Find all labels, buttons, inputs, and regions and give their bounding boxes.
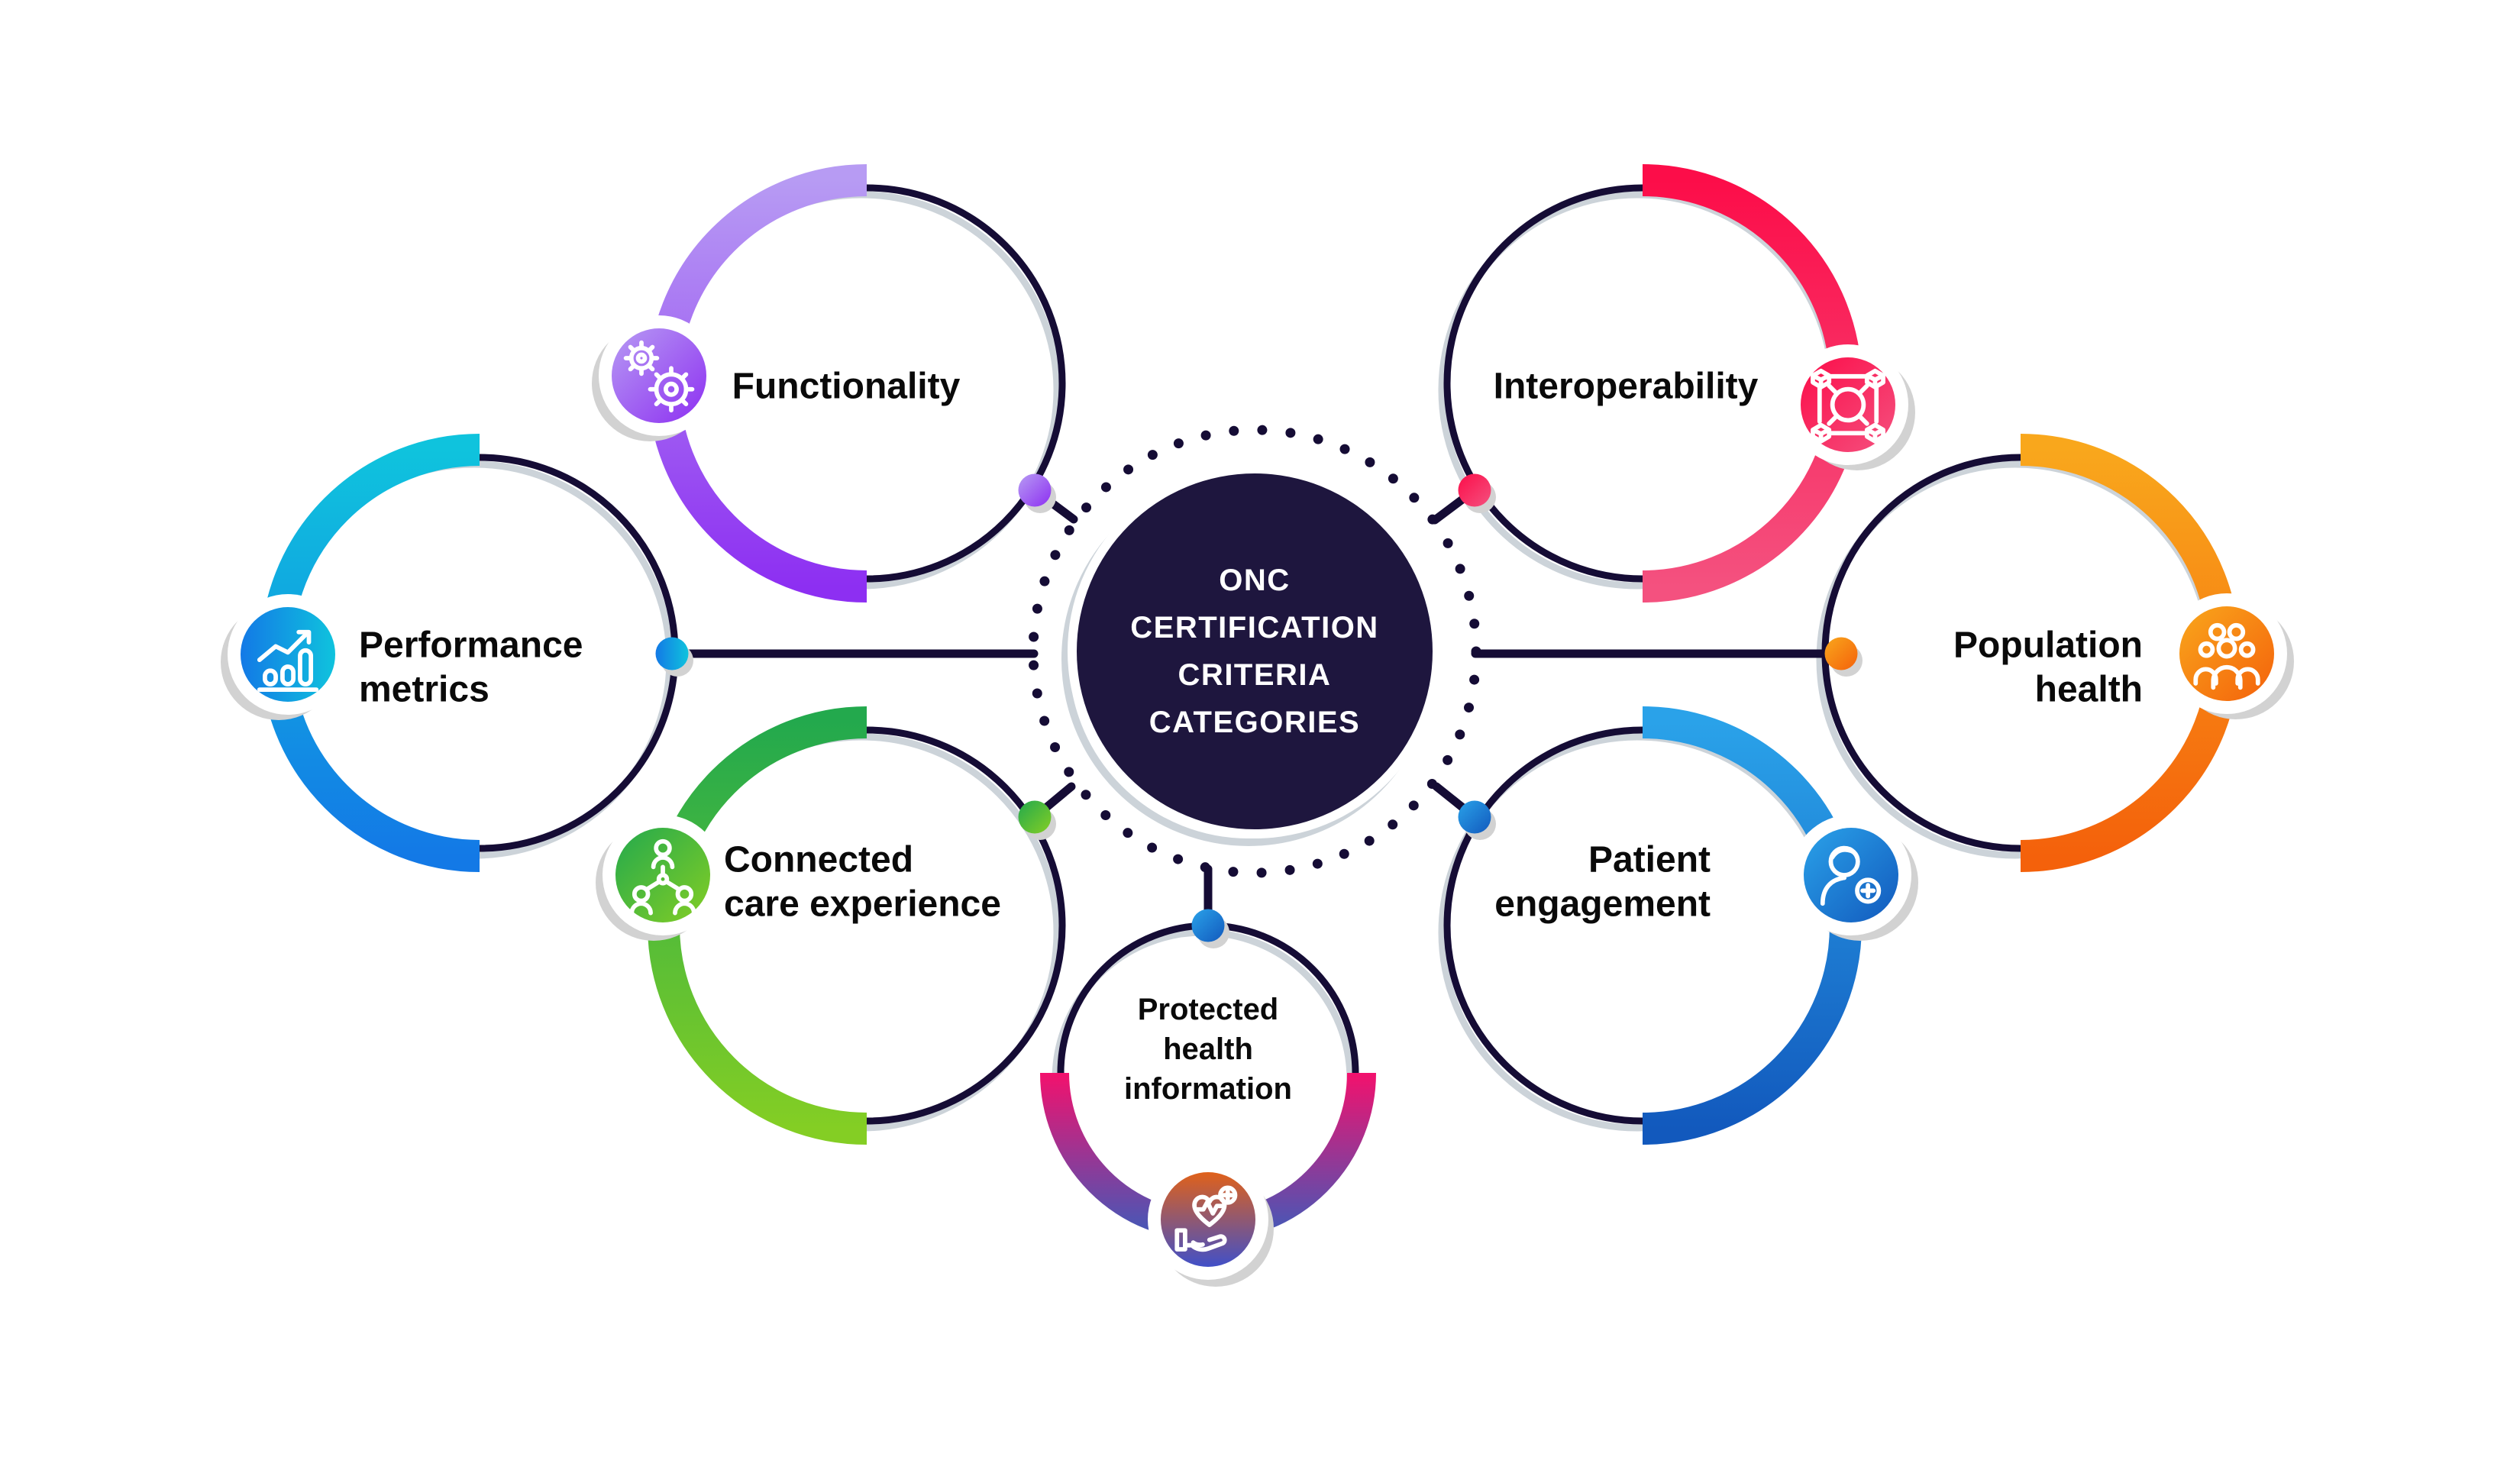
patient-label-line1: Patient (1588, 840, 1711, 880)
connector-dots (655, 473, 1863, 948)
hub-title-line1: ONC (1219, 564, 1290, 597)
interoperability-dot (1458, 473, 1491, 507)
chart-growth-icon (257, 629, 319, 692)
functionality-dot (1018, 473, 1052, 507)
functionality-badge (592, 315, 719, 441)
hub-title: ONC CERTIFICATION CRITERIA CATEGORIES (1130, 564, 1378, 739)
connected-care-dot (1018, 800, 1052, 834)
patient-arc (1642, 706, 1862, 1145)
patient-label-line2: engagement (1494, 884, 1711, 925)
population-badge (2166, 593, 2294, 719)
hub-dotted-ring (1028, 425, 1481, 878)
population-label-line1: Population (1953, 625, 2143, 666)
phi-label-line3: information (1124, 1072, 1292, 1106)
patient-dot (1458, 800, 1491, 834)
connected-care-label-line1: Connected (724, 840, 913, 880)
hub-circle (1077, 473, 1433, 829)
connected-care-badge (596, 815, 723, 941)
performance-label-line2: metrics (359, 670, 489, 710)
population-dot (1824, 637, 1858, 670)
badge-disc (2179, 606, 2274, 701)
phi-dot (1191, 909, 1225, 942)
performance-badge (221, 594, 348, 720)
patient-plus-icon (1820, 845, 1882, 906)
hub-title-line4: CATEGORIES (1149, 706, 1361, 739)
interoperability-badge (1788, 344, 1915, 470)
org-people-icon (629, 838, 696, 916)
functionality-label: Functionality (732, 367, 961, 407)
patient-badge (1791, 815, 1918, 941)
hub-title-line3: CRITERIA (1178, 658, 1332, 692)
performance-label-line1: Performance (359, 625, 583, 666)
hub-title-line2: CERTIFICATION (1130, 611, 1378, 645)
interoperability-label: Interoperability (1494, 367, 1759, 407)
connected-care-label-line2: care experience (724, 884, 1001, 925)
people-group-icon (2193, 622, 2260, 690)
phi-label-line2: health (1163, 1032, 1253, 1066)
population-label-line2: health (2035, 670, 2143, 710)
hand-heart-icon (1174, 1185, 1238, 1252)
connector-lines (667, 486, 1846, 930)
network-cubes-icon (1811, 368, 1885, 444)
category-labels: Functionality Interoperability Performan… (359, 367, 2143, 1106)
performance-dot (655, 637, 689, 670)
badge-disc (1161, 1172, 1255, 1267)
hub: ONC CERTIFICATION CRITERIA CATEGORIES (1028, 425, 1481, 878)
phi-label-line1: Protected (1138, 993, 1279, 1026)
phi-badge (1148, 1159, 1274, 1287)
gears-icon (623, 340, 695, 413)
